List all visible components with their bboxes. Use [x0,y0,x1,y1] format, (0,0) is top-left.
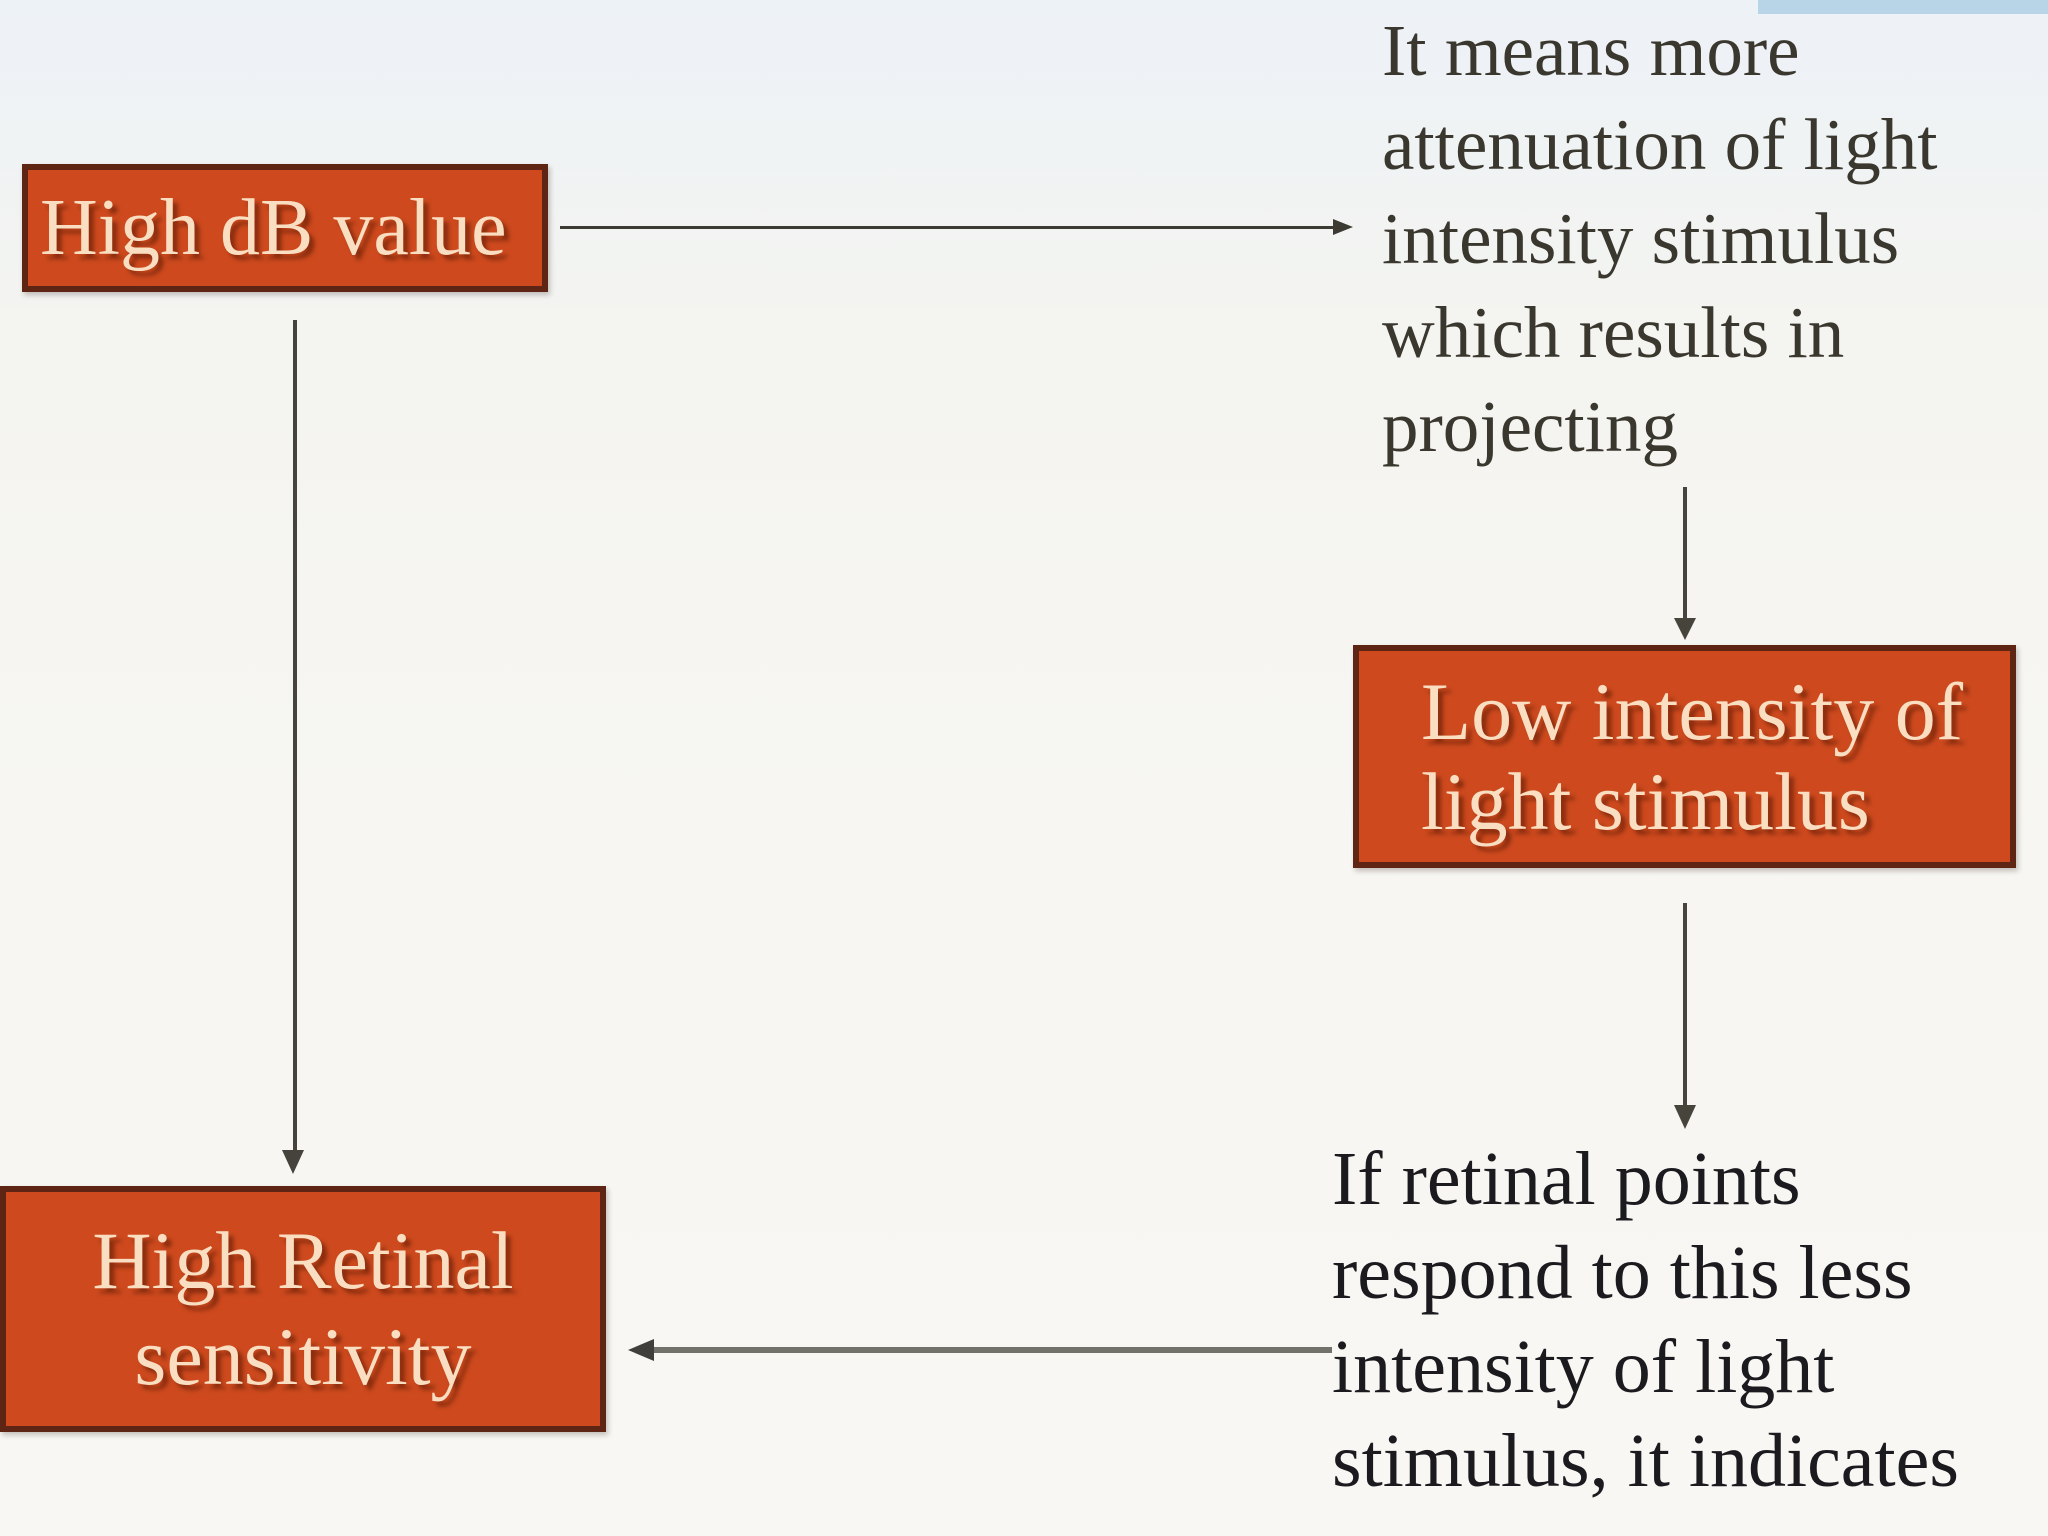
high-db-value-label: High dB value [40,184,507,272]
retinal-response-paragraph: If retinal points respond to this less i… [1332,1132,2048,1508]
paragraph-line: attenuation of light [1382,104,1938,185]
arrowhead-left-icon [628,1339,654,1361]
low-intensity-label-line: Low intensity of [1421,665,1964,757]
paragraph-line: which results in [1382,292,1845,373]
arrowhead-down-icon [1674,1105,1696,1129]
low-intensity-box: Low intensity of light stimulus [1353,645,2016,868]
high-db-value-box: High dB value [22,164,548,292]
arrowhead-down-icon [282,1150,304,1174]
high-retinal-label-line: sensitivity [134,1311,472,1402]
high-retinal-sensitivity-box: High Retinal sensitivity [0,1186,606,1432]
paragraph-line: intensity stimulus [1382,198,1900,279]
attenuation-paragraph: It means more attenuation of light inten… [1382,4,2048,474]
paragraph-line: intensity of light [1332,1325,1835,1409]
low-intensity-label-line: light stimulus [1421,755,1870,847]
arrow-shaft [560,226,1345,229]
paragraph-line: respond to this less [1332,1231,1913,1315]
arrow-shaft [654,1347,1332,1353]
arrow-shaft [1683,487,1687,622]
arrowhead-right-icon [1333,219,1353,235]
top-right-accent-bar [1758,0,2048,14]
high-retinal-label-line: High Retinal [92,1215,514,1306]
paragraph-line: stimulus, it indicates [1332,1419,1959,1503]
paragraph-line: projecting [1382,386,1678,467]
arrow-shaft [1683,903,1687,1105]
arrowhead-down-icon [1674,618,1696,640]
arrow-shaft [293,320,297,1150]
paragraph-line: If retinal points [1332,1137,1801,1221]
paragraph-line: It means more [1382,10,1800,91]
